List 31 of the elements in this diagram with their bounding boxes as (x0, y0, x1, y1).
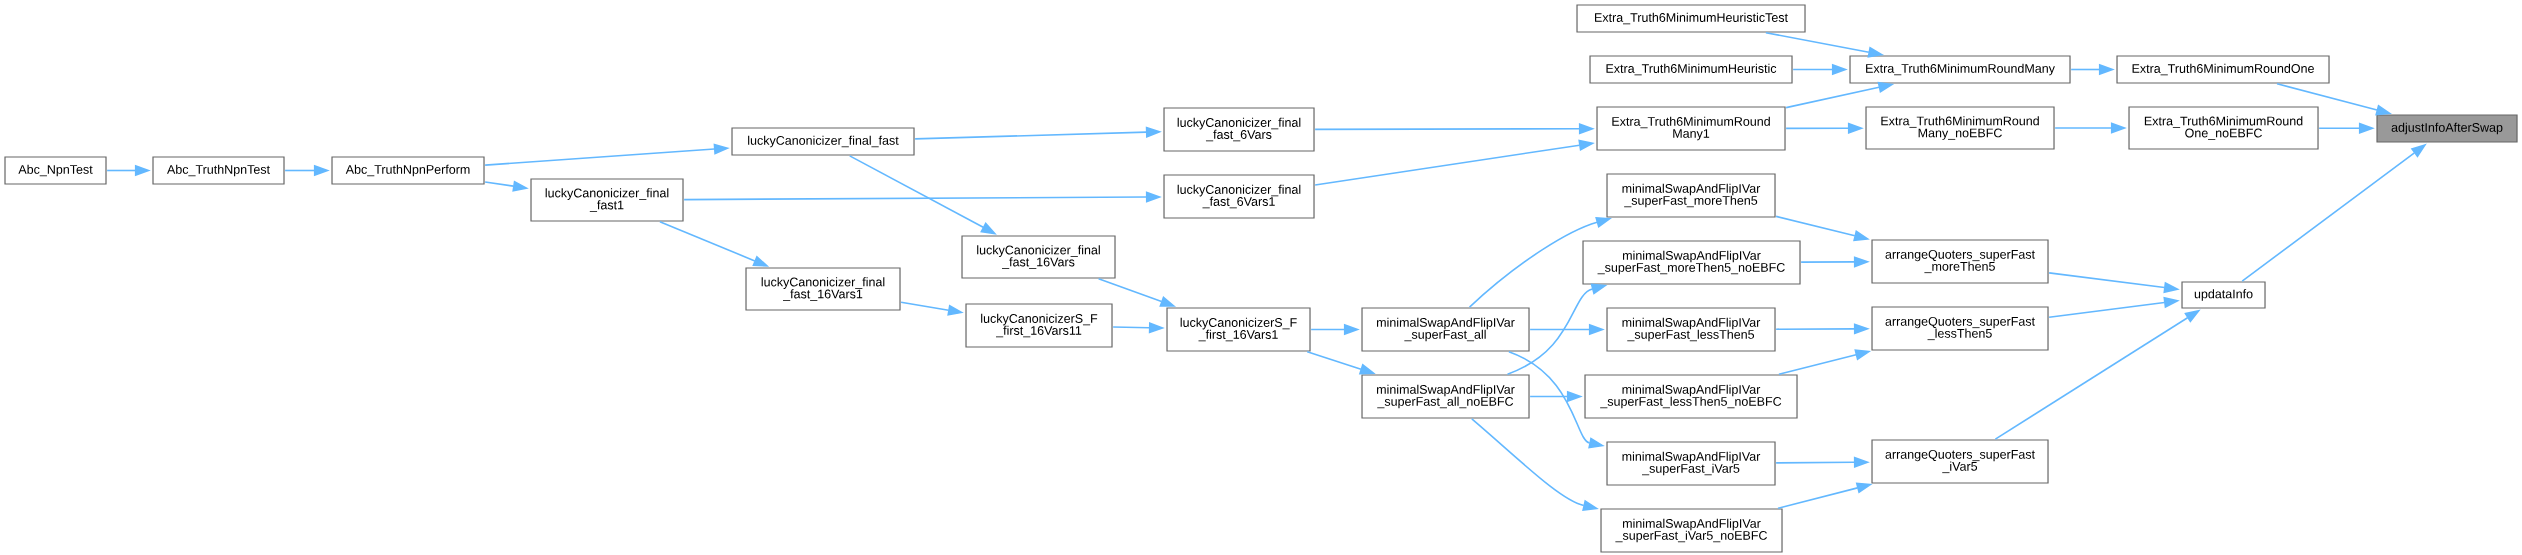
function-box: minimalSwapAndFlipIVar _superFast_moreThen5 (1606, 173, 1776, 218)
function-box: minimalSwapAndFlipIVar _superFast_all_noEBFC (1361, 374, 1530, 419)
function-box: minimalSwapAndFlipIVar _superFast_lessThen5_noEBFC (1584, 374, 1798, 419)
function-box: Extra_Truth6MinimumRound Many_noEBFC (1865, 106, 2055, 150)
function-box: Extra_Truth6MinimumRound Many1 (1596, 106, 1786, 151)
function-box: arrangeQuoters_superFast _iVar5 (1871, 439, 2049, 484)
function-box: Extra_Truth6MinimumRoundMany (1849, 55, 2071, 84)
function-box: arrangeQuoters_superFast _lessThen5 (1871, 306, 2049, 351)
function-box: luckyCanonicizer_final _fast_16Vars1 (745, 267, 901, 311)
function-box: luckyCanonicizer_final _fast_16Vars (961, 235, 1116, 279)
function-box: luckyCanonicizerS_F _first_16Vars11 (965, 303, 1113, 348)
function-box: minimalSwapAndFlipIVar _superFast_moreThen5_noEBFC (1582, 240, 1801, 285)
function-box: luckyCanonicizer_final _fast_6Vars1 (1163, 174, 1315, 219)
function-box: arrangeQuoters_superFast _moreThen5 (1871, 239, 2049, 284)
function-box: updataInfo (2181, 281, 2266, 309)
function-box: luckyCanonicizer_final _fast1 (530, 178, 684, 222)
function-box: Abc_TruthNpnTest (152, 156, 285, 185)
function-box: minimalSwapAndFlipIVar _superFast_all (1361, 307, 1530, 352)
function-box: Abc_NpnTest (4, 156, 107, 185)
function-box: luckyCanonicizer_final _fast_6Vars (1163, 107, 1315, 152)
function-box: adjustInfoAfterSwap (2376, 114, 2518, 143)
function-box: Extra_Truth6MinimumRoundOne (2116, 55, 2330, 84)
function-box: minimalSwapAndFlipIVar _superFast_lessThen5 (1606, 307, 1776, 352)
function-box: luckyCanonicizer_final_fast (731, 127, 915, 156)
function-box: minimalSwapAndFlipIVar _superFast_iVar5 (1606, 441, 1776, 486)
function-box: minimalSwapAndFlipIVar _superFast_iVar5_noEBFC (1600, 508, 1783, 553)
function-box: Extra_Truth6MinimumHeuristicTest (1576, 4, 1806, 33)
function-box: Abc_TruthNpnPerform (331, 156, 485, 185)
function-box: Extra_Truth6MinimumRound One_noEBFC (2128, 106, 2319, 150)
function-box: Extra_Truth6MinimumHeuristic (1589, 55, 1793, 84)
function-box: luckyCanonicizerS_F _first_16Vars1 (1166, 307, 1311, 352)
